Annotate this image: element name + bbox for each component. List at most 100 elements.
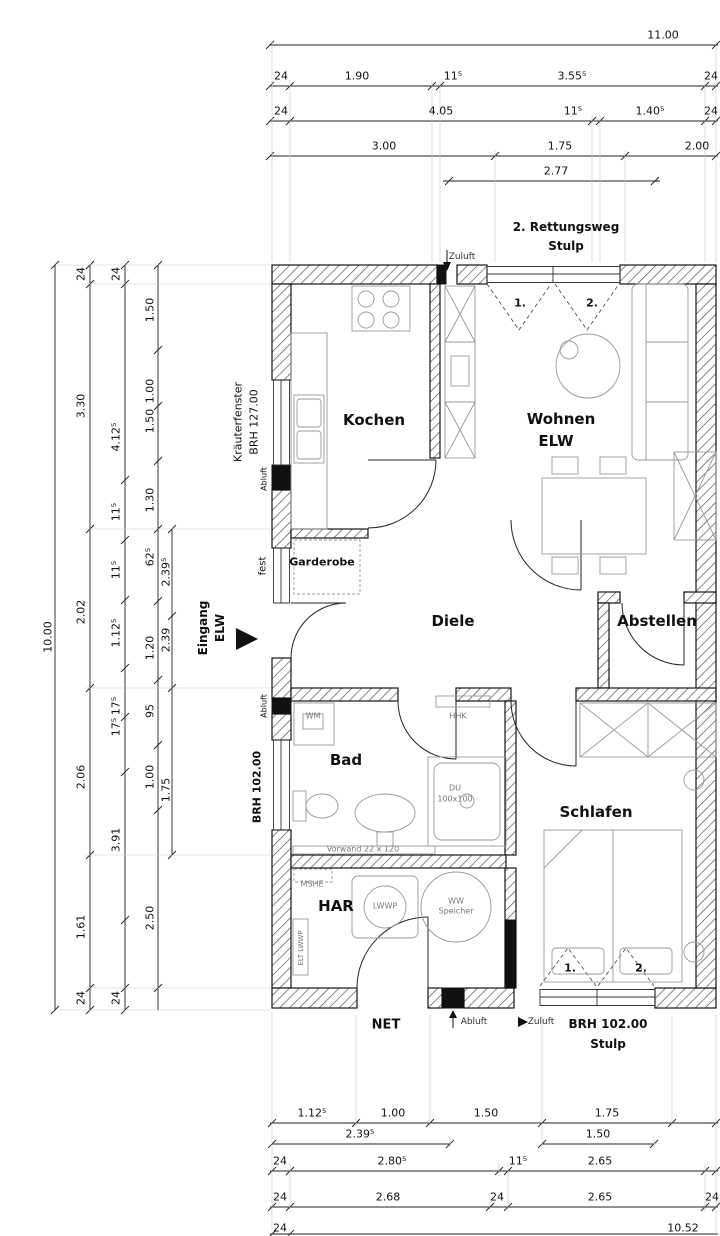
pillow [619,947,673,975]
sash1-bottom-label: 1. [564,961,576,975]
shower-tray [433,762,501,841]
vorwand [292,845,436,855]
elt-lwwp-label: ELT LWWP [297,930,305,966]
dimension-chain [265,40,720,50]
nightstand [683,941,705,963]
wall-middle-1 [290,687,399,702]
dim-label: 24 [704,104,718,118]
dining-table [541,477,647,555]
dim-label: 1.61 [74,914,88,940]
dim-label: 2.50 [143,905,157,931]
sash-swing-top-1 [486,283,552,331]
zuluft-top-label: Zuluft [448,252,476,262]
dim-label: 3.91 [109,827,123,853]
door-arc-bad [397,700,457,760]
hhk-radiator [435,695,491,708]
door-arc-schlafen [510,700,577,767]
abluft-block-bottom [441,987,465,1009]
burner [357,290,375,308]
dimension-chain [537,1139,659,1149]
zuluft-block-top [436,264,447,285]
dim-label: 1.00 [380,1106,406,1120]
zuluft-top-arrow-icon [443,250,451,271]
window-bad [273,739,290,831]
duvet-fold [543,829,583,869]
mshe-label: MSHE [300,879,324,889]
pillow [551,947,605,975]
lwwp-circle [363,885,407,929]
door-arc-kochen [367,459,437,529]
dim-label: 1.50 [473,1106,499,1120]
chair [551,456,579,475]
dim-label: 1.50 [585,1127,611,1141]
wall-bottom-3 [463,987,515,1009]
dim-label: 24 [274,69,288,83]
dimension-chain [265,151,720,161]
abluft-bottom-arrow-icon [449,1010,457,1028]
dim-label: 2.39 [159,627,173,653]
wall-garderobe-top [290,528,369,539]
kitchen-counter [290,332,328,530]
dim-label: 1.75 [547,139,573,153]
nightstand [683,769,705,791]
dim-label: 1.12⁵ [109,618,123,648]
wall-bottom-4 [654,987,717,1009]
dim-label: 62⁵ [143,547,157,567]
dim-label: 24 [705,1190,719,1204]
wall-kochen-wohnen [429,283,441,459]
door-arc-abstellen [621,602,685,666]
room-label-wohnen: Wohnen [526,410,596,428]
kitchen-sink [293,394,325,464]
dim-label: 1.00 [143,764,157,790]
wall-middle-3 [575,687,717,702]
dim-label: 95 [143,704,157,718]
wall-left-5 [271,829,292,989]
dim-label: 24 [490,1190,504,1204]
fest-label: fest [257,556,269,576]
dimension-chain [85,260,95,1015]
dim-label: 4.05 [428,104,454,118]
wall-abstellen-top-1 [597,591,621,604]
solid-har-schlafen [504,919,517,989]
dim-label: 2.39⁵ [345,1127,375,1141]
window-top-stulp [486,266,621,283]
dim-label: 1.30 [143,487,157,513]
elt-cabinet [292,918,309,976]
sofa [631,283,689,461]
dim-label: 2.02 [74,599,88,625]
hhk-label: HHK [449,711,467,721]
mshe-box [293,868,333,883]
sash1-top-label: 1. [514,296,526,310]
vorwand-label: Vorwand 22 x 120 [326,844,400,854]
room-label-schlafen: Schlafen [559,803,633,821]
sash-swing-bottom-2 [597,947,655,987]
side-table [559,340,579,360]
dim-label: 24 [109,991,123,1005]
room-label-wohnen-elw: ELW [538,432,574,450]
chair [599,456,627,475]
stulp-top-label: Stulp [548,239,584,253]
wall-top-1 [271,264,438,285]
chair [599,556,627,575]
tv-cabinet-bottom [444,401,476,459]
wall-bottom-1 [271,987,358,1009]
dim-label: 11.00 [647,28,679,42]
wall-left-1 [271,283,292,381]
chair [551,556,579,575]
sash2-top-label: 2. [586,296,598,310]
dim-label: 24 [74,991,88,1005]
dim-label: 2.65 [587,1190,613,1204]
dim-label: 10.52 [667,1221,699,1235]
room-label-bad: Bad [329,751,363,769]
dim-label: 1.75 [159,777,173,803]
zuluft-bottom-arrow-icon [518,1017,528,1027]
stulp-bottom-label: Stulp [590,1037,626,1051]
eingang-elw-label: ELW [213,613,227,643]
dimension-chain [269,1229,718,1236]
dim-label: 1.00 [143,378,157,404]
wall-top-3 [619,264,717,285]
brh127-label: BRH 127.00 [247,389,261,455]
dim-label: 17⁵ [109,696,123,716]
